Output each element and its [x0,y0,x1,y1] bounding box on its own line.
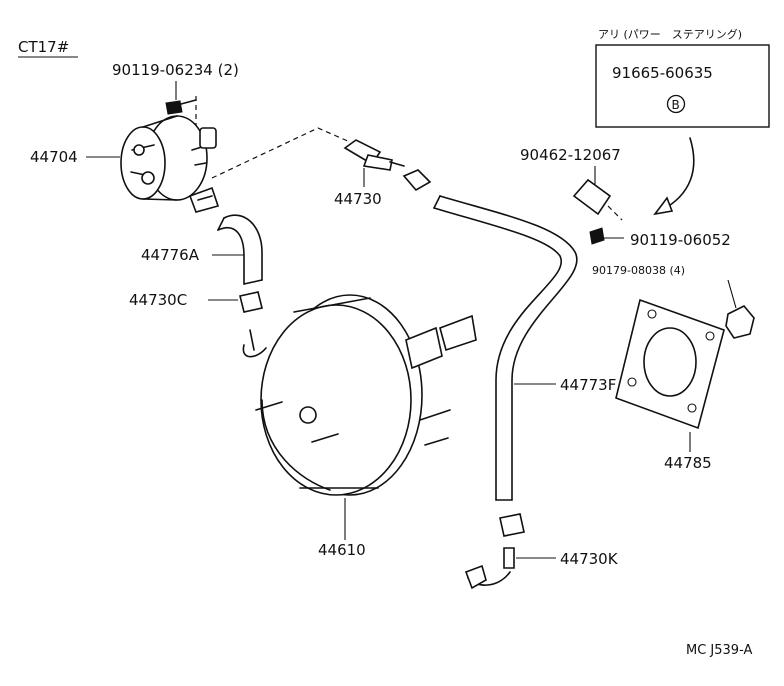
label-booster: 44610 [318,541,366,559]
check-valve: 44730 [334,139,432,208]
label-pump: 44704 [30,148,78,166]
clamp: 90462-12067 [520,146,623,221]
label-bolt-side: 90119-06052 [630,231,731,249]
option-arrow-head [653,196,674,216]
label-nut: 90179-08038 (4) [592,264,685,277]
clip-k: 44730K [464,513,619,590]
clip-c: 44730C [129,291,267,358]
bolt-top: 90119-06234 (2) [112,61,239,135]
option-part-number: 91665-60635 [612,64,713,82]
diagram-id: MC J539-A [686,643,752,658]
label-clip-k: 44730K [560,550,619,568]
label-bolt-top: 90119-06234 (2) [112,61,239,79]
label-clamp: 90462-12067 [520,146,621,164]
label-gasket: 44785 [664,454,712,472]
label-hose-long: 44773F [560,376,616,394]
label-clip-c: 44730C [129,291,187,309]
gasket: 44785 [615,298,725,472]
option-symbol: B [672,98,680,112]
option-caption: アリ (パワー ステアリング) [598,27,742,41]
option-symbol-circle [666,94,686,114]
hose-short: 44776A [141,214,263,285]
bolt-side: 90119-06052 [589,227,731,249]
option-box-frame [595,44,770,128]
hose-long: 44773F [433,195,616,501]
nut: 90179-08038 (4) [592,264,755,339]
option-box: アリ (パワー ステアリング) 91665-60635 B [595,27,770,216]
label-hose-short: 44776A [141,246,200,264]
brake-booster: 44610 [255,294,477,559]
label-check-valve: 44730 [334,190,382,208]
model-code: CT17# [18,38,69,56]
vacuum-pump: 44704 [30,115,351,201]
clip-pump [188,186,220,213]
